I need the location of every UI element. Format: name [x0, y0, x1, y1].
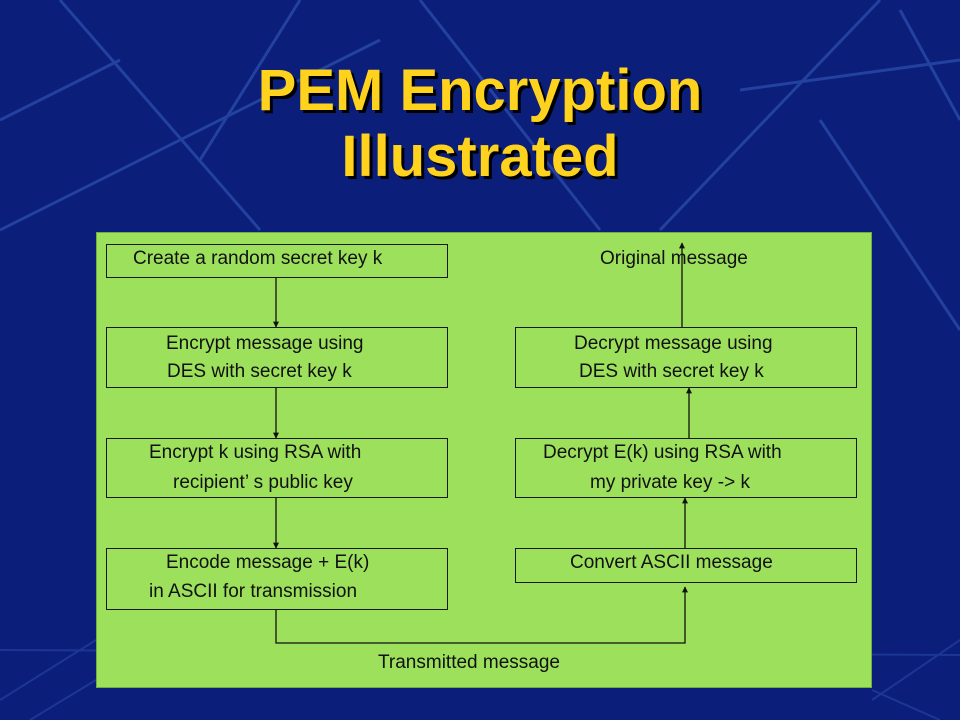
slide-title-line-2: Illustrated [341, 124, 619, 189]
convert-box [515, 548, 857, 583]
decrypt-message-box [515, 327, 857, 388]
encrypt-key-label-1: Encrypt k using RSA with [149, 442, 362, 463]
encode-label-1: Encode message + E(k) [166, 552, 370, 573]
encrypt-key-label-2: recipient’ s public key [173, 472, 353, 493]
flow-connectors [273, 242, 692, 644]
encode-label-2: in ASCII for transmission [149, 581, 358, 602]
encrypt-message-label-2: DES with secret key k [167, 361, 352, 382]
create-key-box [106, 244, 448, 278]
decrypt-message-label-1: Decrypt message using [574, 333, 773, 354]
convert-label: Convert ASCII message [570, 552, 773, 573]
diagram-panel: Create a random secret key k Encrypt mes… [96, 232, 872, 688]
decrypt-key-label-2: my private key -> k [590, 472, 750, 493]
decrypt-message-label-2: DES with secret key k [579, 361, 764, 382]
slide-title-line-1: PEM Encryption [257, 58, 703, 123]
encrypt-message-box [106, 327, 448, 388]
transmitted-message-label: Transmitted message [378, 652, 560, 673]
decrypt-key-box [515, 438, 857, 498]
decrypt-key-label-1: Decrypt E(k) using RSA with [543, 442, 782, 463]
original-message-label: Original message [600, 248, 748, 269]
slide-title: PEM Encryption Illustrated [0, 58, 960, 190]
create-key-label: Create a random secret key k [133, 248, 383, 269]
transmission-path [275, 586, 688, 644]
encrypt-key-box [106, 438, 448, 498]
encode-box [106, 548, 448, 610]
encrypt-message-label-1: Encrypt message using [166, 333, 364, 354]
